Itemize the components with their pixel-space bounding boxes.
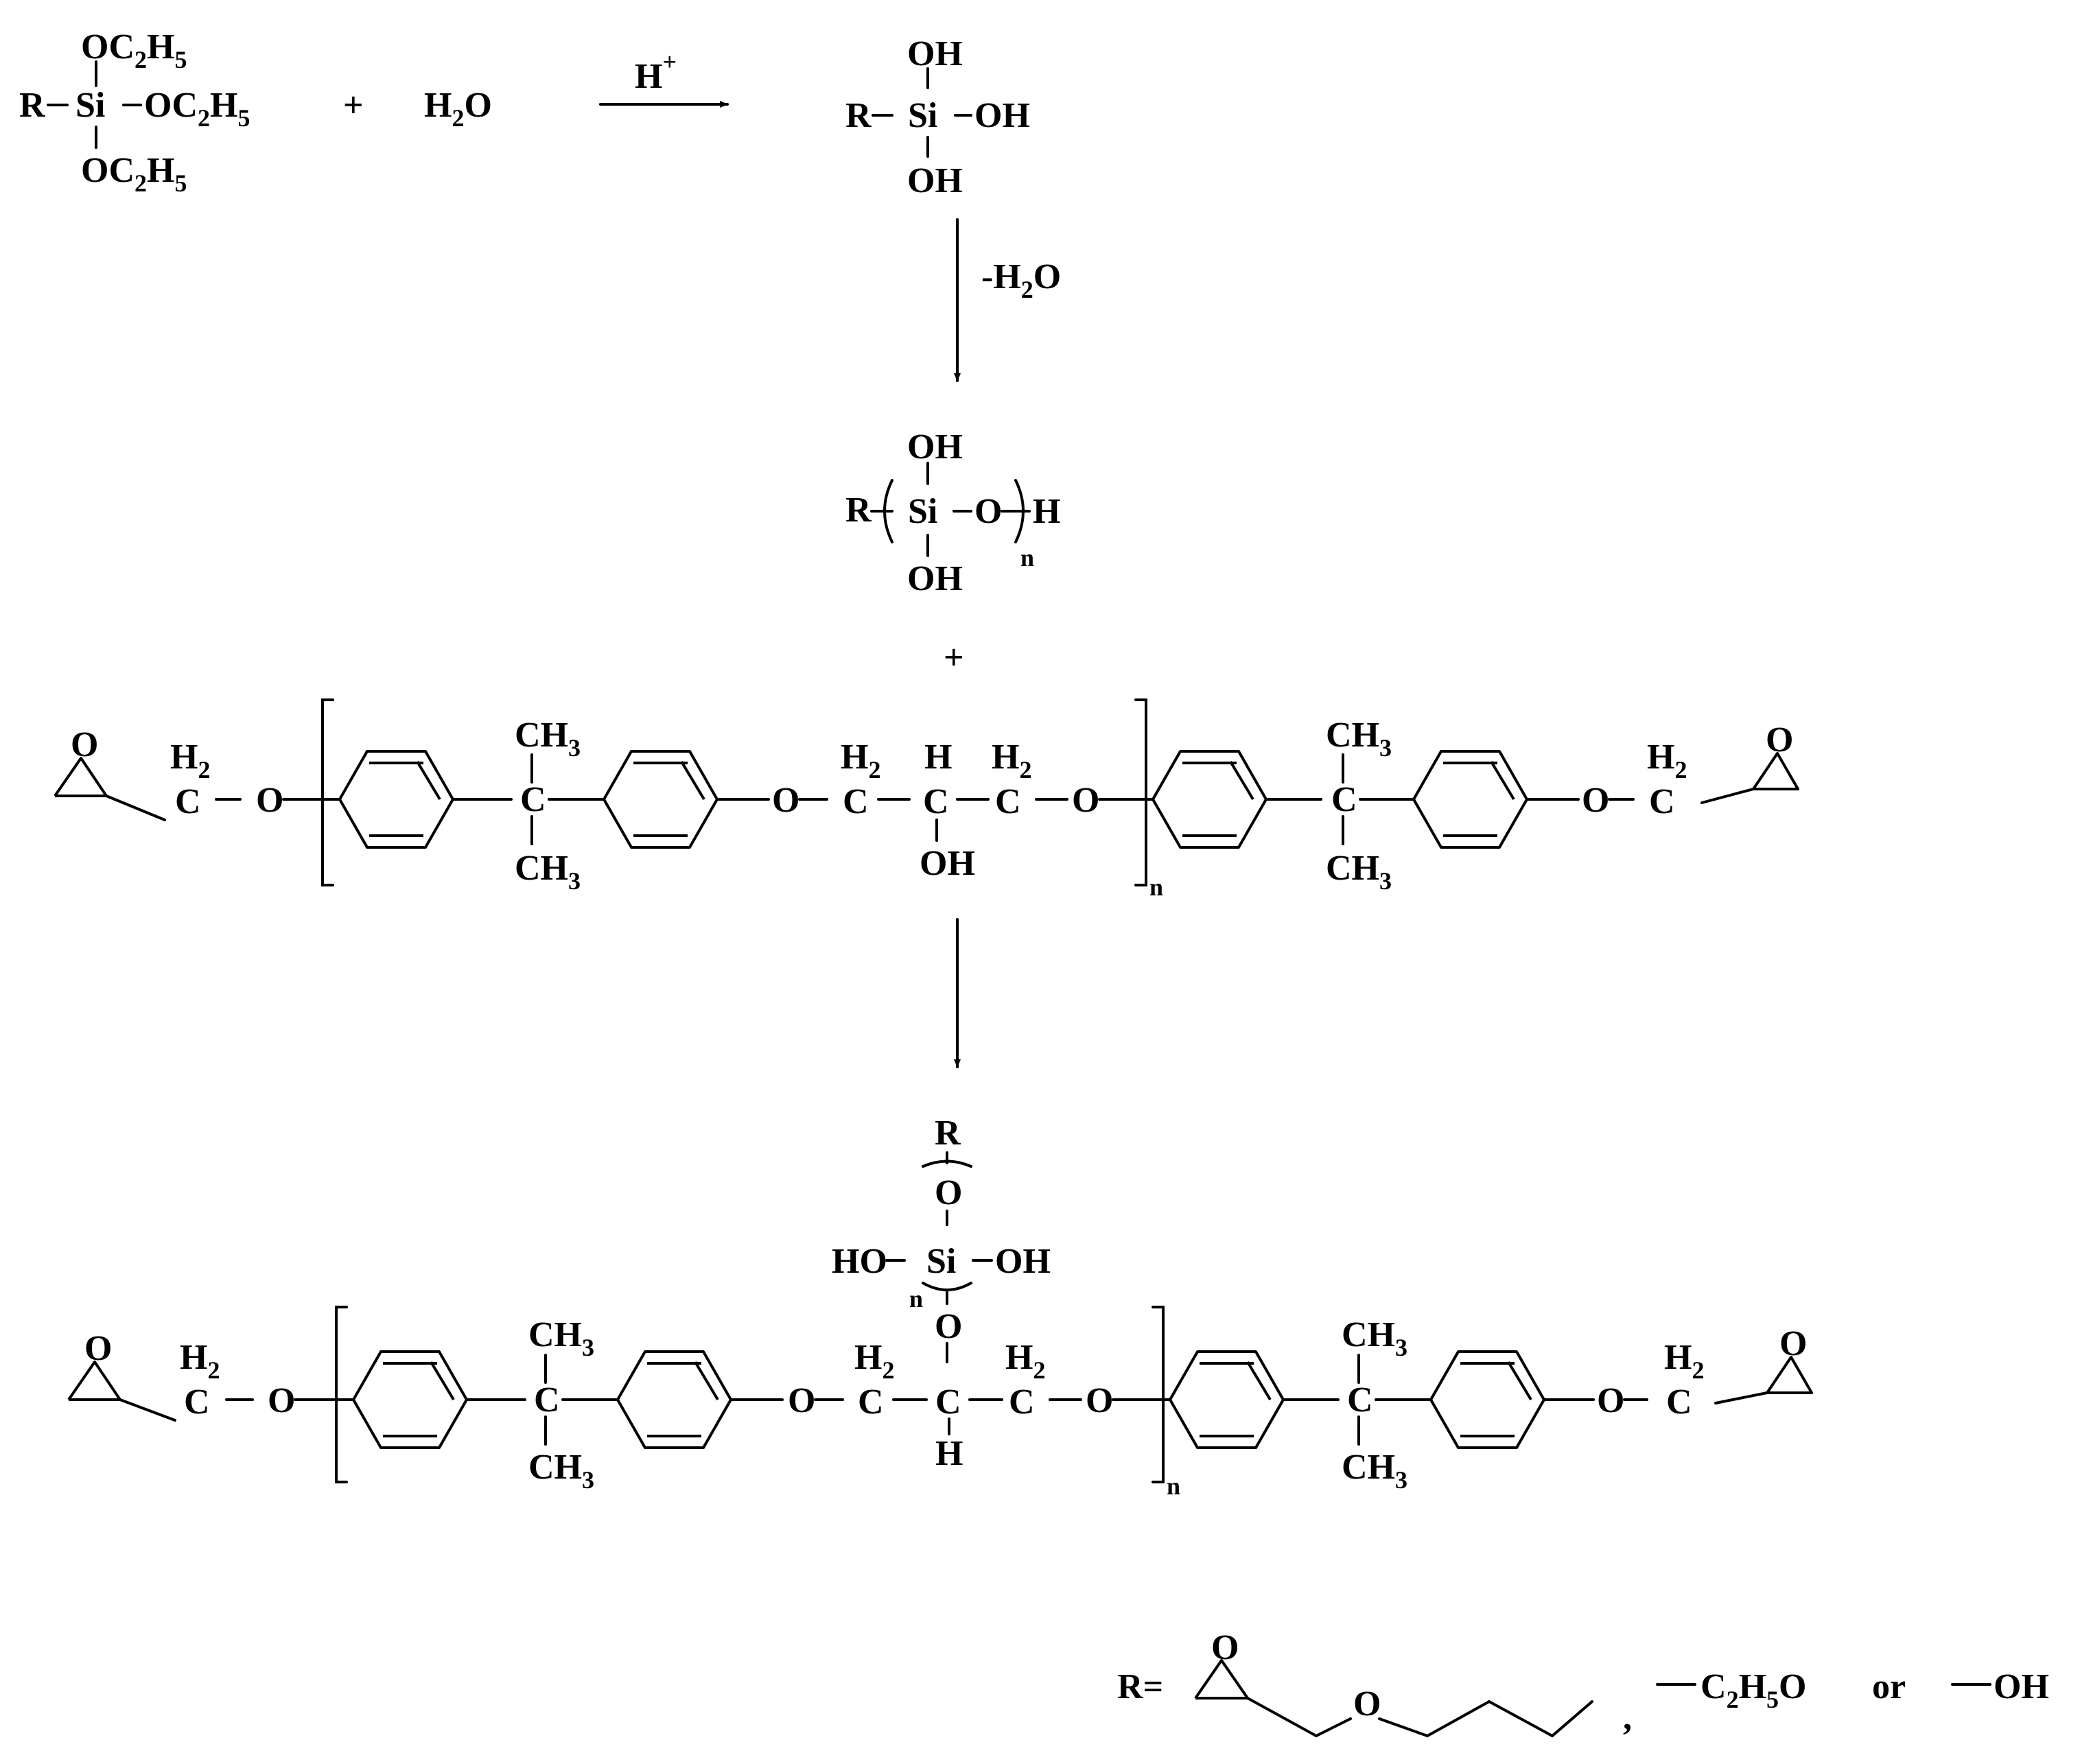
svg-text:O: O [935, 1173, 962, 1212]
svg-text:H: H [935, 1434, 963, 1473]
svg-text:HO: HO [832, 1242, 887, 1281]
silanetriol: OH R Si OH OH [845, 34, 1030, 200]
svg-text:CH3: CH3 [528, 1448, 594, 1494]
svg-text:C: C [1649, 782, 1675, 821]
svg-text:O: O [974, 492, 1002, 531]
svg-text:O: O [1597, 1381, 1624, 1420]
svg-text:n: n [1167, 1472, 1180, 1500]
plus-sign-2: + [944, 638, 964, 677]
svg-text:C: C [520, 780, 546, 819]
svg-text:C: C [175, 782, 201, 821]
svg-text:CH3: CH3 [1342, 1315, 1407, 1361]
svg-text:C: C [1009, 1383, 1035, 1422]
svg-text:R=: R= [1117, 1667, 1163, 1706]
svg-text:H2: H2 [180, 1338, 220, 1384]
svg-text:C: C [184, 1383, 210, 1422]
svg-text:H2: H2 [841, 738, 880, 784]
svg-text:O: O [1779, 1324, 1807, 1363]
epoxy-resin: O H2 C O C CH3 CH3 O H2 C H C OH [54, 698, 1799, 901]
svg-text:R: R [19, 86, 46, 125]
svg-text:CH3: CH3 [1326, 849, 1392, 895]
svg-text:O: O [1353, 1684, 1381, 1724]
svg-text:C: C [1666, 1383, 1692, 1422]
svg-text:or: or [1872, 1667, 1906, 1706]
svg-text:C: C [534, 1380, 560, 1420]
silicone-modified-epoxy-product: R O HO Si OH n O O H2 C O C CH3 CH3 [67, 1114, 1813, 1500]
triethoxysilane: OC2H5 R Si OC2H5 OC2H5 [19, 27, 250, 197]
svg-text:OH: OH [907, 34, 963, 73]
svg-text:OH: OH [920, 844, 975, 883]
svg-text:H2: H2 [1647, 738, 1687, 784]
svg-text:CH3: CH3 [1342, 1448, 1407, 1494]
svg-text:H+: H+ [635, 48, 677, 96]
condensation-arrow: -H2O [954, 218, 1061, 382]
svg-text:H: H [1033, 492, 1060, 531]
svg-text:H2: H2 [170, 738, 210, 784]
svg-text:OH: OH [907, 559, 963, 598]
acid-catalyst-arrow: H+ [599, 48, 729, 108]
svg-text:Si: Si [908, 492, 937, 531]
svg-text:C2H5O: C2H5O [1701, 1667, 1806, 1713]
svg-text:C: C [923, 782, 949, 821]
svg-text:O: O [1086, 1381, 1113, 1420]
svg-text:CH3: CH3 [515, 849, 581, 895]
svg-text:OC2H5: OC2H5 [81, 27, 187, 73]
svg-text:CH3: CH3 [528, 1315, 594, 1361]
svg-text:R: R [845, 491, 872, 530]
svg-text:H2: H2 [1664, 1338, 1704, 1384]
svg-text:OH: OH [974, 96, 1030, 135]
plus-sign-1: + [343, 86, 364, 125]
svg-text:O: O [1582, 781, 1609, 820]
polysiloxane: OH R Si O H n OH [845, 427, 1060, 598]
svg-text:H2: H2 [1005, 1338, 1045, 1384]
svg-text:C: C [858, 1383, 884, 1422]
svg-text:OH: OH [995, 1242, 1051, 1281]
svg-text:CH3: CH3 [515, 716, 581, 762]
svg-text:C: C [935, 1383, 961, 1422]
svg-text:Si: Si [75, 86, 105, 125]
svg-text:Si: Si [926, 1242, 956, 1281]
svg-text:O: O [935, 1307, 962, 1346]
svg-text:R: R [845, 96, 872, 135]
svg-text:Si: Si [908, 96, 937, 135]
svg-text:O: O [772, 781, 799, 820]
r-group-definition: R= O O , C2H5O or OH [1117, 1628, 2049, 1737]
svg-text:O: O [84, 1329, 112, 1368]
svg-text:H2: H2 [854, 1338, 894, 1384]
svg-text:OC2H5: OC2H5 [144, 86, 250, 132]
svg-text:OH: OH [907, 161, 963, 200]
svg-text:C: C [995, 782, 1021, 821]
svg-text:n: n [1020, 544, 1034, 572]
svg-text:,: , [1623, 1698, 1632, 1737]
svg-text:O: O [268, 1381, 295, 1420]
svg-text:n: n [909, 1285, 923, 1313]
svg-text:C: C [1331, 780, 1357, 819]
svg-text:-H2O: -H2O [981, 257, 1061, 303]
svg-text:C: C [843, 782, 869, 821]
svg-text:O: O [71, 725, 98, 764]
svg-text:OH: OH [1994, 1667, 2049, 1706]
svg-text:O: O [256, 781, 283, 820]
svg-text:C: C [1347, 1380, 1373, 1420]
svg-text:H: H [924, 738, 952, 777]
svg-text:O: O [788, 1381, 815, 1420]
svg-text:O: O [1766, 720, 1793, 760]
svg-text:R: R [935, 1114, 961, 1153]
svg-text:n: n [1149, 873, 1163, 901]
water: H2O [424, 86, 492, 132]
svg-text:O: O [1072, 781, 1099, 820]
svg-text:H2: H2 [992, 738, 1031, 784]
svg-text:O: O [1211, 1628, 1239, 1667]
svg-text:CH3: CH3 [1326, 716, 1392, 762]
svg-text:OC2H5: OC2H5 [81, 151, 187, 197]
svg-text:OH: OH [907, 427, 963, 467]
